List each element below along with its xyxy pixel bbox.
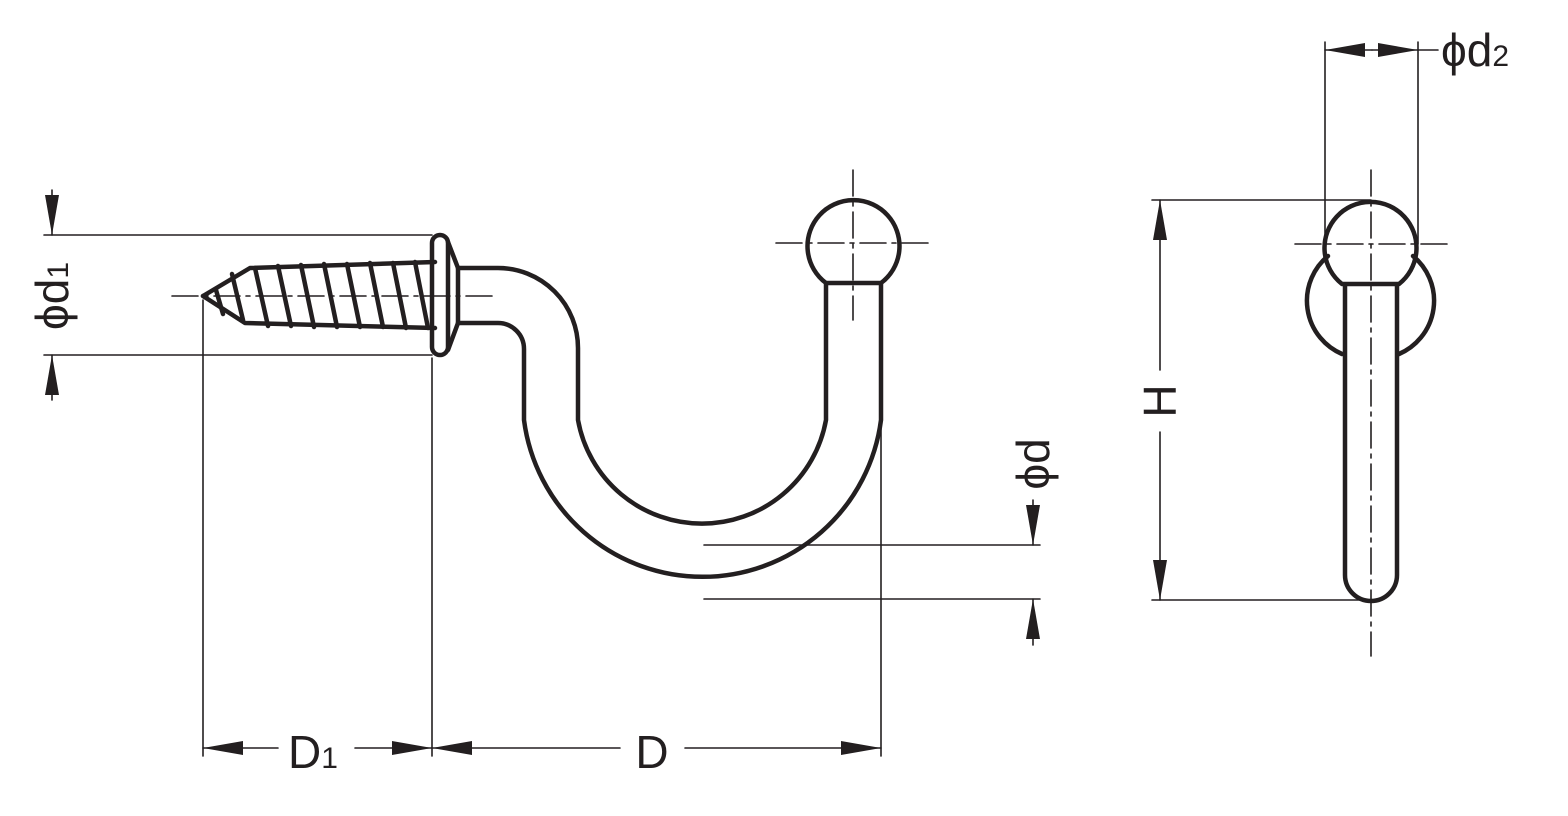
screw-flange (429, 232, 451, 358)
dim-label-phi-d: ϕd (1007, 438, 1059, 489)
hook-body (455, 265, 884, 579)
dim-label-phi-d1: ϕd1 (26, 262, 78, 330)
dim-label-D1: D1 (288, 726, 338, 778)
dim-label-phi-d2: ϕd2 (1441, 24, 1509, 76)
dim-label-D: D (635, 726, 668, 778)
side-wings (1304, 253, 1437, 357)
hook-side-view (1294, 169, 1448, 657)
ball-head (805, 197, 902, 286)
dim-label-H: H (1134, 384, 1186, 417)
dimension-lines (43, 41, 1439, 757)
hook-front-view (171, 169, 929, 579)
screw-thread (200, 259, 438, 331)
